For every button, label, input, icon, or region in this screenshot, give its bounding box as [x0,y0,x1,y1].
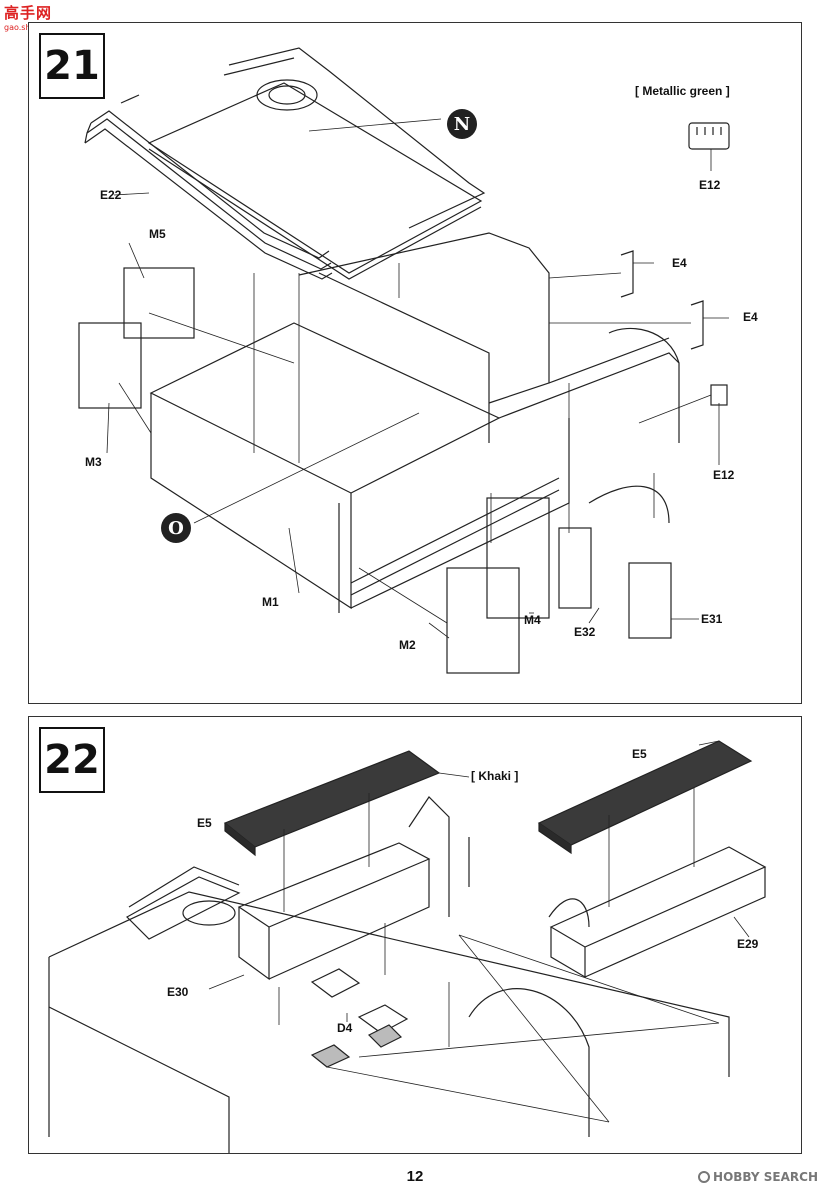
body-outline [48,796,730,1153]
part-label-d4: D4 [337,1021,353,1035]
door-panels [78,267,672,674]
step-22-panel: 22 [ Khaki ] E5 E5 E30 D4 E29 [28,716,802,1154]
step-number-21: 21 [39,33,105,99]
site-watermark-logo: 高手网 [4,4,53,22]
seat-cushions [223,740,753,857]
paint-note-khaki: [ Khaki ] [471,769,519,783]
part-label-e30: E30 [167,985,189,999]
part-label-e4-lower: E4 [743,310,758,324]
step-22-drawing [48,740,767,1153]
d4-plates [310,968,409,1068]
footer-watermark-text: HOBBY SEARCH [713,1170,818,1184]
step-21-drawing [78,47,730,674]
part-label-m3: M3 [85,455,102,469]
step-21-panel: 21 N O [ Metallic green ] E22 M5 M3 M1 M… [28,22,802,704]
part-label-m2: M2 [399,638,416,652]
assembly-lines [106,118,729,639]
part-label-e4-upper: E4 [672,256,687,270]
cab-section [298,232,680,524]
roof-rack-rails [84,94,333,280]
part-label-m1: M1 [262,595,279,609]
part-label-e5-right: E5 [632,747,647,761]
paint-note-metallic-green: [ Metallic green ] [635,84,730,98]
part-label-e32: E32 [574,625,596,639]
part-label-e12-top: E12 [699,178,721,192]
callout-o: O [161,513,191,543]
callout-n: N [447,109,477,139]
roof-panel [147,47,486,280]
part-label-e22: E22 [100,188,122,202]
part-label-e29: E29 [737,937,759,951]
assembly-lines [208,740,750,1123]
handle-parts [620,250,704,350]
gear-icon [698,1171,711,1183]
part-label-m4: M4 [524,613,541,627]
seat-frames [237,842,767,981]
part-label-e5-left: E5 [197,816,212,830]
part-label-m5: M5 [149,227,166,241]
part-label-e12-side: E12 [713,468,735,482]
body-box [149,322,570,613]
part-label-e31: E31 [701,612,723,626]
footer-watermark: HOBBY SEARCH [698,1170,818,1184]
page-number: 12 [406,1168,424,1185]
step-number-22: 22 [39,727,105,793]
light-parts [688,122,730,406]
